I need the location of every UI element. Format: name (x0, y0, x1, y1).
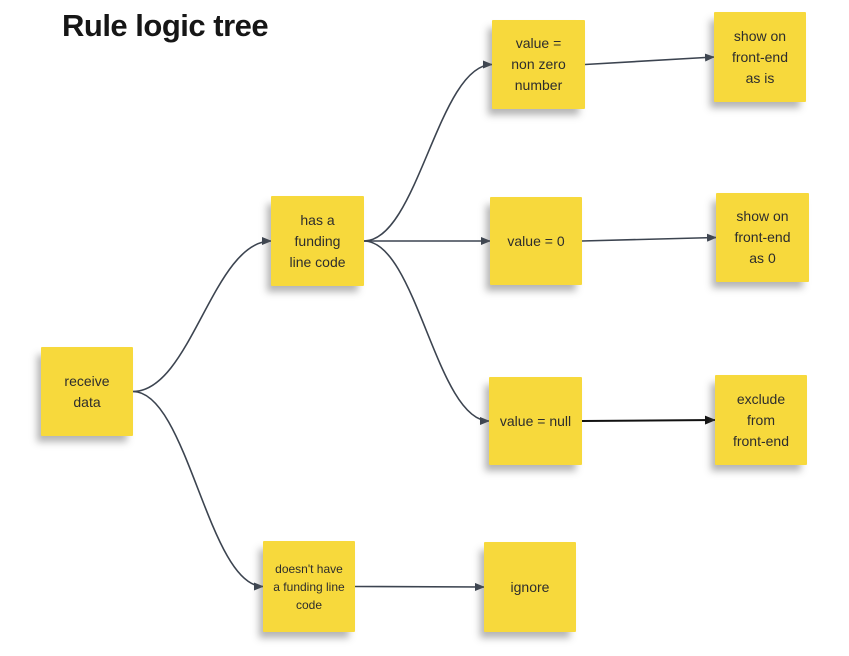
arrow-receive-data-to-doesnt-have-funding-line-code (132, 390, 264, 591)
note-label-line: number (514, 77, 563, 93)
note-label-line: as 0 (749, 250, 776, 266)
note-label-line: code (295, 597, 323, 612)
note-label-line: value = (515, 35, 562, 51)
arrow-has-funding-line-code-to-value-non-zero-number (363, 60, 493, 242)
note-label-line: line code (289, 253, 346, 270)
sticky-note-exclude-from-front-end[interactable]: exclude from front-end (715, 375, 807, 465)
note-label-line: data (73, 393, 101, 410)
sticky-note-ignore[interactable]: ignore (484, 542, 576, 632)
sticky-note-doesnt-have-funding-line-code[interactable]: doesn't have a funding line code (263, 541, 355, 632)
sticky-note-value-null[interactable]: value = null (489, 377, 582, 465)
note-label-line: ignore (510, 578, 550, 595)
note-label-line: front-end (734, 229, 791, 245)
arrow-has-funding-line-code-to-value-null (363, 240, 490, 425)
arrow-doesnt-have-funding-line-code-to-ignore (354, 582, 485, 591)
diagram-title: Rule logic tree (62, 8, 269, 43)
sticky-note-value-0[interactable]: value = 0 (490, 197, 582, 285)
note-label-line: front-end (732, 432, 790, 449)
sticky-note-value-non-zero-number[interactable]: value = non zero number (492, 20, 585, 109)
arrow-value-null-to-exclude-from-front-end (581, 415, 716, 425)
note-label-line: has a (300, 211, 335, 228)
note-label-line: doesn't have (275, 561, 343, 576)
sticky-note-has-funding-line-code[interactable]: has a funding line code (271, 196, 364, 286)
arrow-value-0-to-show-front-end-as-0 (581, 233, 717, 242)
note-label-line: show on (736, 208, 789, 224)
note-label-line: as is (745, 69, 775, 86)
note-label-line: from (747, 411, 775, 428)
note-label-line: exclude (736, 390, 786, 407)
sticky-note-show-front-end-as-is[interactable]: show on front-end as is (714, 12, 806, 102)
note-label-line: value = 0 (507, 232, 565, 249)
note-label-line: a funding line (273, 579, 345, 594)
note-label-line: value = null (499, 412, 572, 429)
note-label-line: front-end (731, 48, 789, 65)
sticky-note-receive-data[interactable]: receive data (41, 347, 133, 436)
note-label-line: receive (64, 372, 110, 389)
note-label-line: show on (733, 27, 787, 44)
note-label-line: non zero (511, 56, 566, 72)
arrow-receive-data-to-has-funding-line-code (132, 237, 272, 393)
sticky-note-show-front-end-as-0[interactable]: show on front-end as 0 (716, 193, 809, 282)
note-label-line: funding (294, 232, 341, 249)
arrow-value-non-zero-number-to-show-front-end-as-is (584, 53, 715, 66)
